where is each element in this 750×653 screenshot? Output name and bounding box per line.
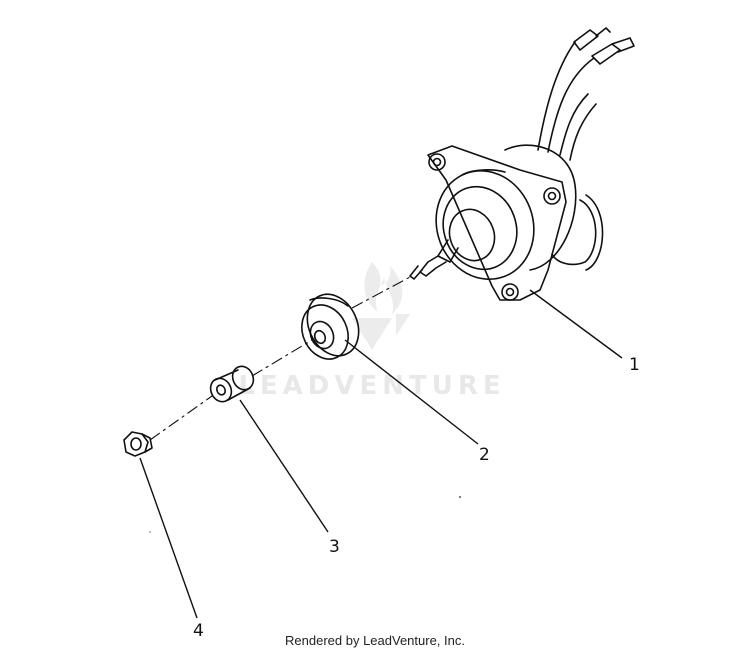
- watermark-logo-icon: [352, 262, 410, 350]
- leader-line-1: [529, 289, 623, 359]
- watermark: LEADVENTURE: [238, 262, 505, 401]
- callout-4: 4: [193, 621, 204, 641]
- part-1-motor: [409, 27, 635, 301]
- callout-3: 3: [329, 537, 340, 557]
- callout-2: 2: [479, 445, 490, 465]
- speck-mark: [149, 531, 151, 533]
- leader-line-3: [239, 399, 329, 533]
- leader-lines: [139, 289, 623, 619]
- part-3-spacer: [209, 365, 255, 403]
- leader-line-2: [344, 339, 479, 445]
- part-4-nut: [123, 431, 153, 457]
- callout-1: 1: [629, 355, 640, 375]
- leader-line-4: [139, 457, 198, 619]
- speck-mark: [459, 496, 461, 498]
- part-2-disc: [301, 293, 360, 360]
- watermark-text: LEADVENTURE: [238, 371, 505, 401]
- footer-credit: Rendered by LeadVenture, Inc.: [285, 633, 465, 648]
- assembly-centerline: [149, 275, 413, 441]
